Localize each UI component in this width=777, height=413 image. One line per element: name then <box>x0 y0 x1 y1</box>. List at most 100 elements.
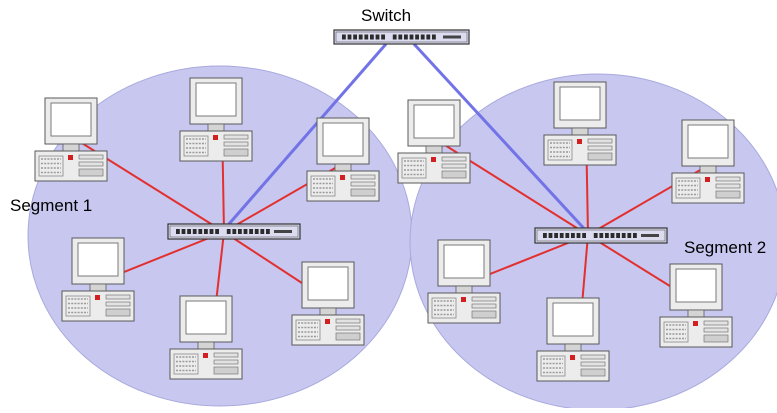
monitor-screen <box>443 244 485 279</box>
monitor-stand <box>89 283 107 292</box>
drive-bay <box>471 310 497 319</box>
main-switch <box>333 29 470 45</box>
switch-port <box>559 233 564 238</box>
monitor-screen <box>195 82 237 117</box>
monitor-stand <box>564 343 582 352</box>
switch-port <box>226 229 231 234</box>
switch-port <box>415 34 419 40</box>
switch-port <box>364 34 369 40</box>
switch-port <box>370 34 374 40</box>
drive-bay <box>350 181 376 187</box>
switch-port <box>582 233 586 238</box>
computer-icon <box>306 117 380 202</box>
drive-bay <box>105 294 131 300</box>
switch-port <box>192 229 197 234</box>
monitor-screen <box>322 122 364 157</box>
drive-bay <box>105 308 131 317</box>
switch-port <box>616 233 620 238</box>
monitor-screen <box>77 242 119 277</box>
switch-port <box>621 233 626 238</box>
power-indicator <box>570 355 575 360</box>
keyboard-area <box>183 135 209 157</box>
drive-bay <box>350 174 376 180</box>
drive-bay <box>441 163 467 169</box>
switch-port <box>198 229 203 234</box>
drive-bay <box>703 320 729 326</box>
keyboard-area <box>663 321 689 343</box>
monitor-stand <box>319 307 337 316</box>
drive-bay <box>213 359 239 365</box>
power-indicator <box>325 319 330 324</box>
switch-port <box>266 229 270 234</box>
switch-port <box>181 229 186 234</box>
switch-port <box>404 34 408 40</box>
power-indicator <box>577 139 582 144</box>
switch-faceplate <box>169 225 299 238</box>
monitor-stand <box>687 309 705 318</box>
switch-faceplate <box>335 31 468 43</box>
uplink-cable <box>220 43 388 233</box>
switch-port <box>599 233 604 238</box>
switch-label: Switch <box>361 6 412 25</box>
switch-port <box>375 34 380 40</box>
computer-icon <box>291 261 365 346</box>
power-indicator <box>431 157 436 162</box>
uplink-cable <box>412 42 592 237</box>
keyboard-area <box>675 177 701 199</box>
monitor-stand <box>455 285 473 294</box>
switch-port <box>409 34 414 40</box>
drive-bay <box>580 361 606 367</box>
monitor-screen <box>307 266 349 301</box>
drive-bay <box>335 318 361 324</box>
segment-1-hub <box>167 223 301 240</box>
segment-1-label: Segment 1 <box>10 196 93 215</box>
monitor-screen <box>413 104 455 139</box>
switch-port <box>593 233 598 238</box>
switch-port <box>627 233 632 238</box>
switch-port <box>209 229 214 234</box>
switch-port <box>249 229 253 234</box>
power-indicator <box>705 177 710 182</box>
switch-port <box>576 233 581 238</box>
drive-bay <box>715 190 741 199</box>
switch-port <box>187 229 191 234</box>
switch-port <box>571 233 575 238</box>
switch-port <box>554 233 558 238</box>
drive-bay <box>335 332 361 341</box>
switch-status-strip <box>641 234 659 237</box>
drive-bay <box>587 145 613 151</box>
drive-bay <box>223 134 249 140</box>
monitor-screen <box>50 102 92 137</box>
computer-icon <box>397 99 471 184</box>
drive-bay <box>587 138 613 144</box>
keyboard-area <box>38 155 64 177</box>
switch-port <box>176 229 180 234</box>
drive-bay <box>471 296 497 302</box>
drive-bay <box>78 154 104 160</box>
switch-port <box>254 229 259 234</box>
switch-port <box>426 34 431 40</box>
switch-faceplate <box>536 229 666 242</box>
switch-status-strip <box>274 230 292 233</box>
segment-2-hub <box>534 227 668 244</box>
switch-port <box>610 233 615 238</box>
computer-icon <box>671 119 745 204</box>
drive-bay <box>223 141 249 147</box>
computer-icon <box>427 239 501 324</box>
drive-bay <box>587 152 613 161</box>
switch-status-strip <box>443 35 461 39</box>
monitor-screen <box>185 300 227 335</box>
switch-port <box>347 34 352 40</box>
switch-port <box>238 229 242 234</box>
keyboard-area <box>295 319 321 341</box>
power-indicator <box>95 295 100 300</box>
computer-icon <box>659 263 733 348</box>
computer-icon <box>536 297 610 382</box>
drive-bay <box>350 188 376 197</box>
switch-port <box>543 233 547 238</box>
monitor-stand <box>334 163 352 172</box>
power-indicator <box>340 175 345 180</box>
switch-port <box>392 34 397 40</box>
monitor-stand <box>571 127 589 136</box>
power-indicator <box>693 321 698 326</box>
